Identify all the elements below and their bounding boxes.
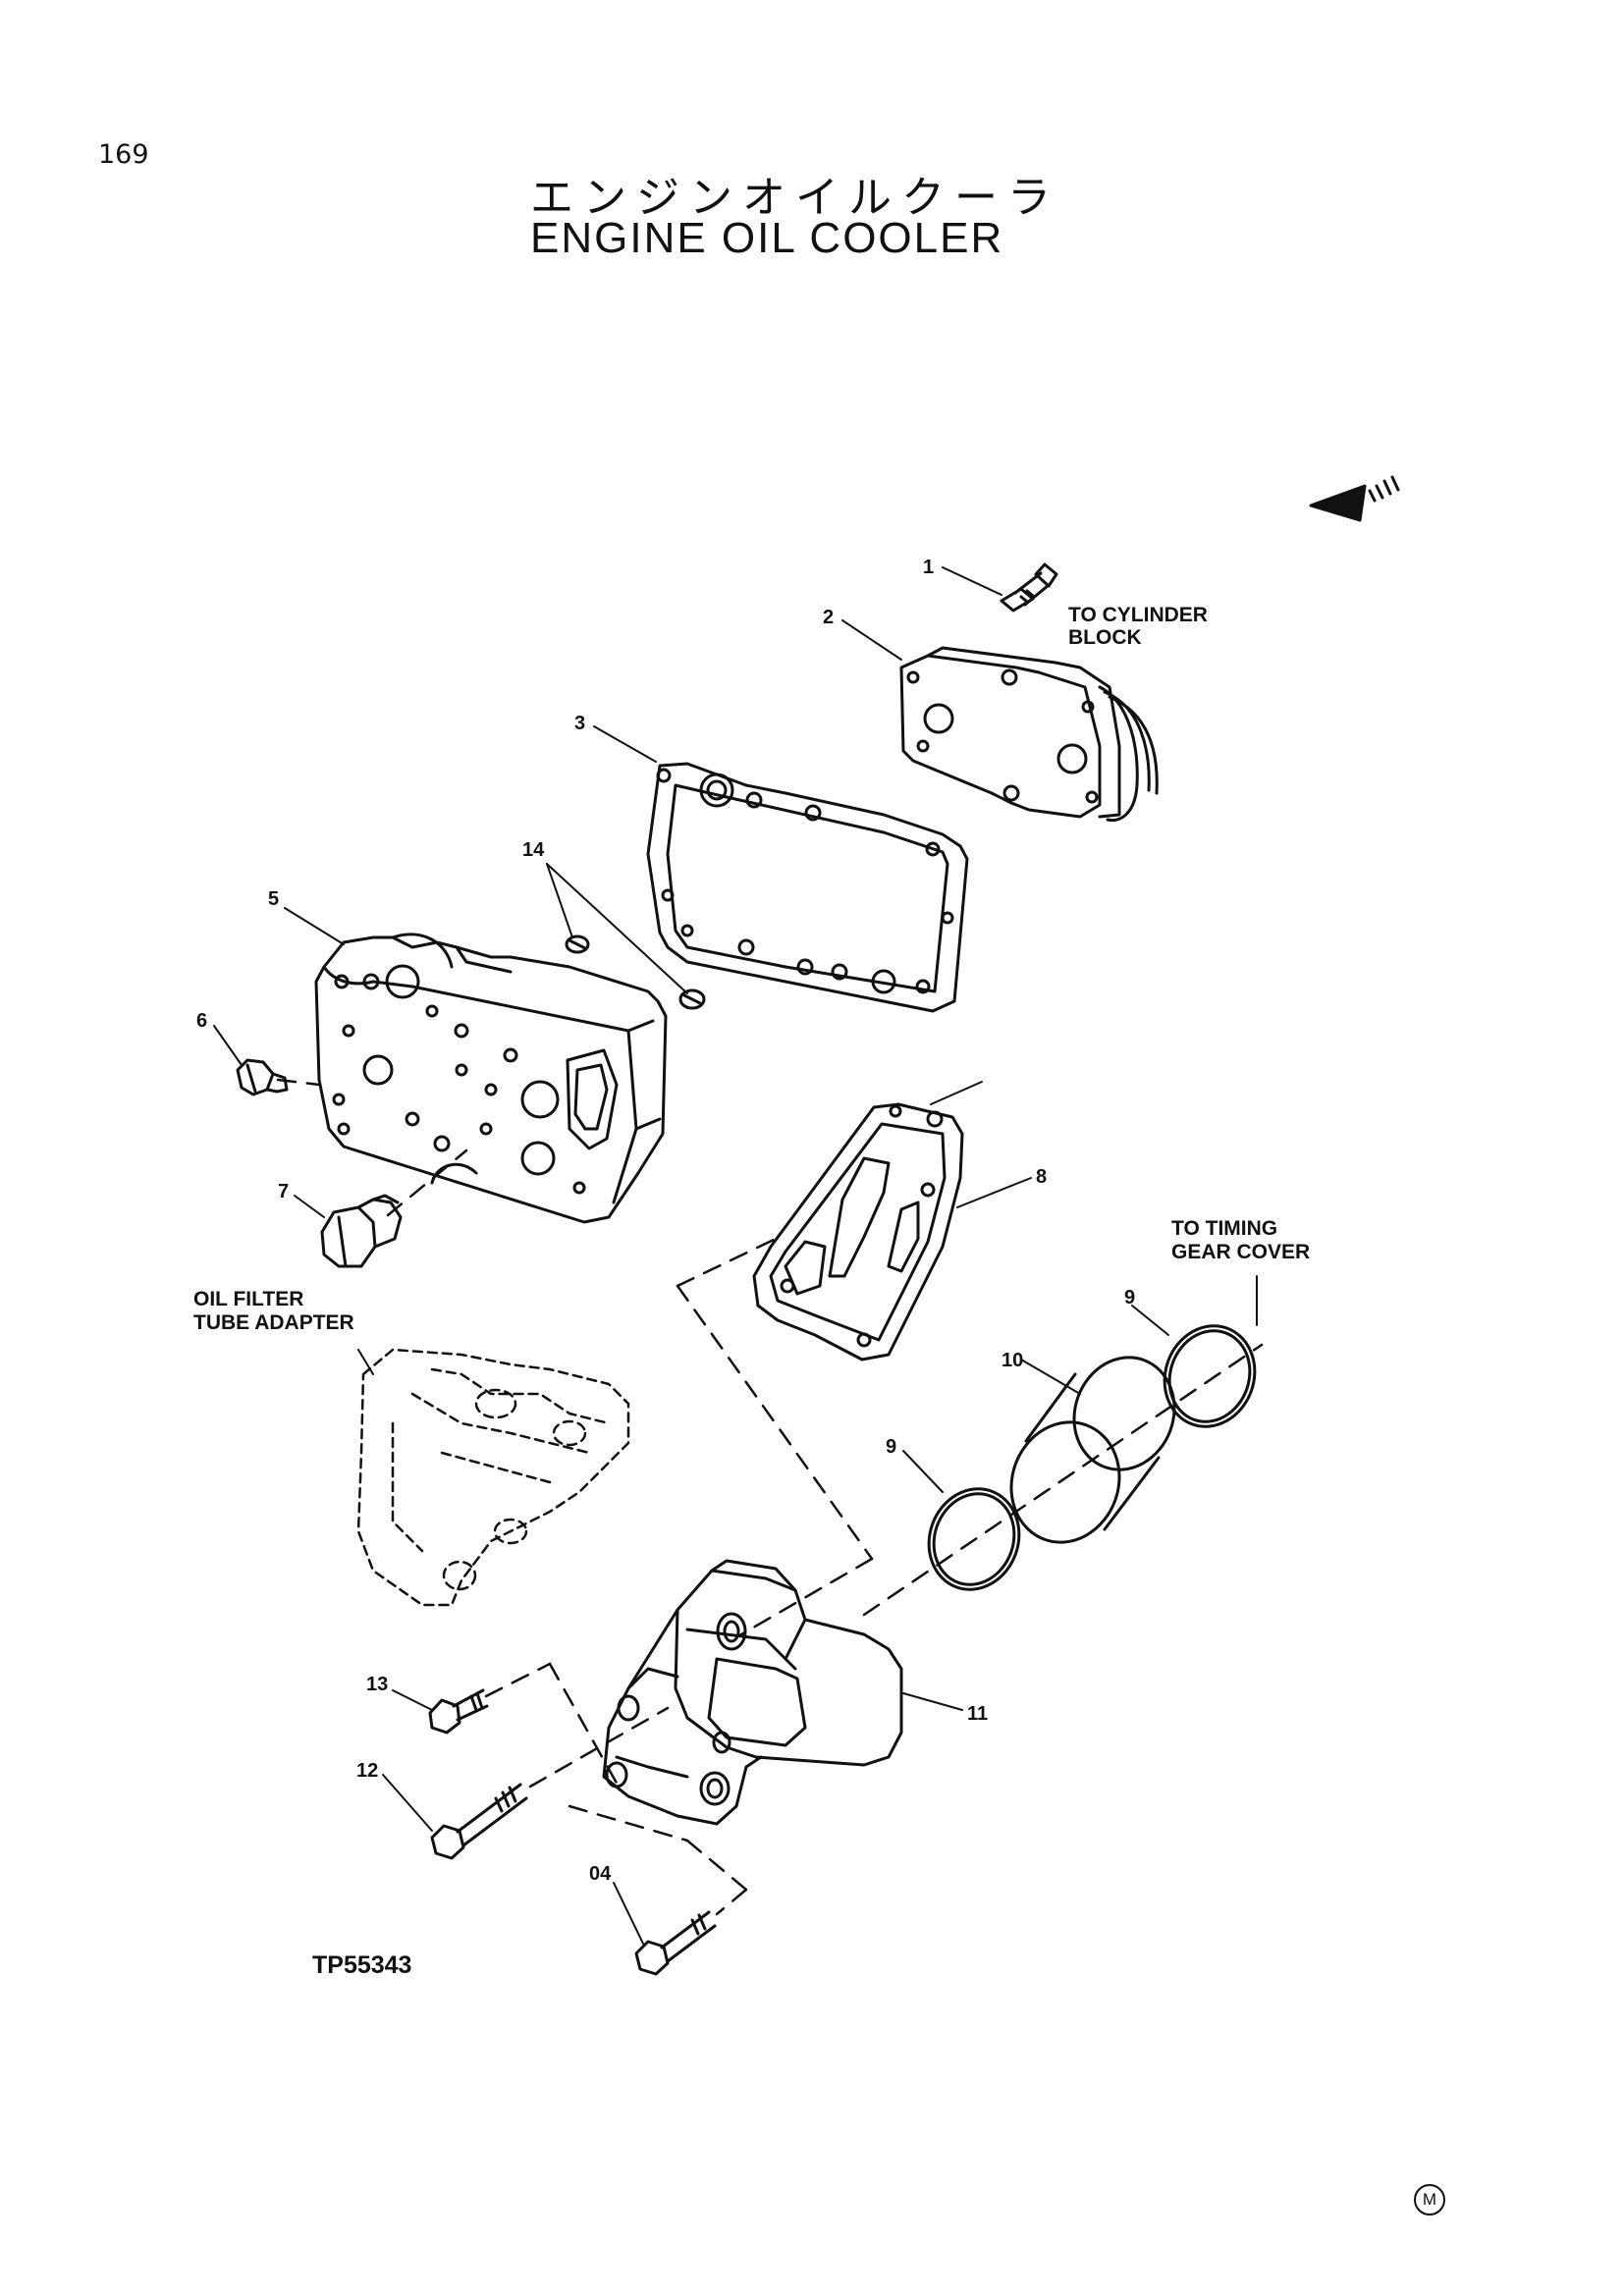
note-oil-filter-tube-adapter-line1: OIL FILTER — [193, 1288, 303, 1310]
part-7-plug — [320, 1194, 403, 1268]
callout-14: 14 — [522, 839, 545, 861]
page-number: 169 — [98, 139, 149, 170]
part-8-gasket — [752, 1102, 964, 1362]
corner-marker: M — [1414, 2184, 1445, 2216]
callout-9-left: 9 — [886, 1436, 896, 1458]
part-6-plug — [236, 1058, 289, 1096]
part-3-gasket — [646, 762, 969, 1013]
title-english: ENGINE OIL COOLER — [530, 214, 1004, 262]
callout-8: 8 — [1036, 1166, 1047, 1188]
assembly-dashed-lines — [276, 1078, 1264, 1916]
part-5-cooler-housing — [314, 933, 668, 1224]
callout-3: 3 — [574, 713, 585, 734]
note-to-timing-gear-cover-line1: TO TIMING — [1171, 1217, 1277, 1240]
part-13-bolt — [428, 1688, 489, 1735]
part-2-oil-cooler-core — [899, 646, 1159, 823]
direction-arrow-icon — [1309, 475, 1400, 522]
note-to-cylinder-block-line2: BLOCK — [1068, 626, 1142, 649]
part-9-o-ring-left — [927, 1487, 1021, 1591]
part-11-filter-head — [602, 1559, 903, 1826]
leader-lines — [213, 566, 1258, 1945]
callout-2: 2 — [823, 607, 834, 628]
callout-6: 6 — [196, 1010, 207, 1032]
part-10-cylinder — [1009, 1356, 1176, 1544]
part-14-o-rings — [565, 934, 706, 1010]
drawing-number: TP55343 — [312, 1951, 411, 1979]
note-to-cylinder-block-line1: TO CYLINDER — [1068, 604, 1208, 626]
oil-filter-tube-adapter-outline — [356, 1348, 630, 1607]
callout-04: 04 — [589, 1863, 612, 1885]
note-oil-filter-tube-adapter-line2: TUBE ADAPTER — [193, 1311, 354, 1334]
part-04-bolt — [634, 1910, 717, 1976]
part-1-bolt — [1000, 562, 1058, 613]
callout-5: 5 — [268, 888, 279, 910]
callout-1: 1 — [923, 557, 934, 578]
part-12-bolt — [430, 1783, 528, 1860]
callout-12: 12 — [356, 1760, 378, 1782]
part-9-o-ring-right — [1163, 1324, 1257, 1428]
note-to-timing-gear-cover-line2: GEAR COVER — [1171, 1241, 1310, 1263]
callout-9-right: 9 — [1124, 1287, 1135, 1308]
callout-11: 11 — [967, 1703, 988, 1725]
callout-10: 10 — [1001, 1350, 1023, 1371]
callout-7: 7 — [278, 1181, 289, 1202]
callout-13: 13 — [366, 1674, 388, 1695]
title-japanese: エンジンオイルクーラ — [530, 173, 1060, 223]
